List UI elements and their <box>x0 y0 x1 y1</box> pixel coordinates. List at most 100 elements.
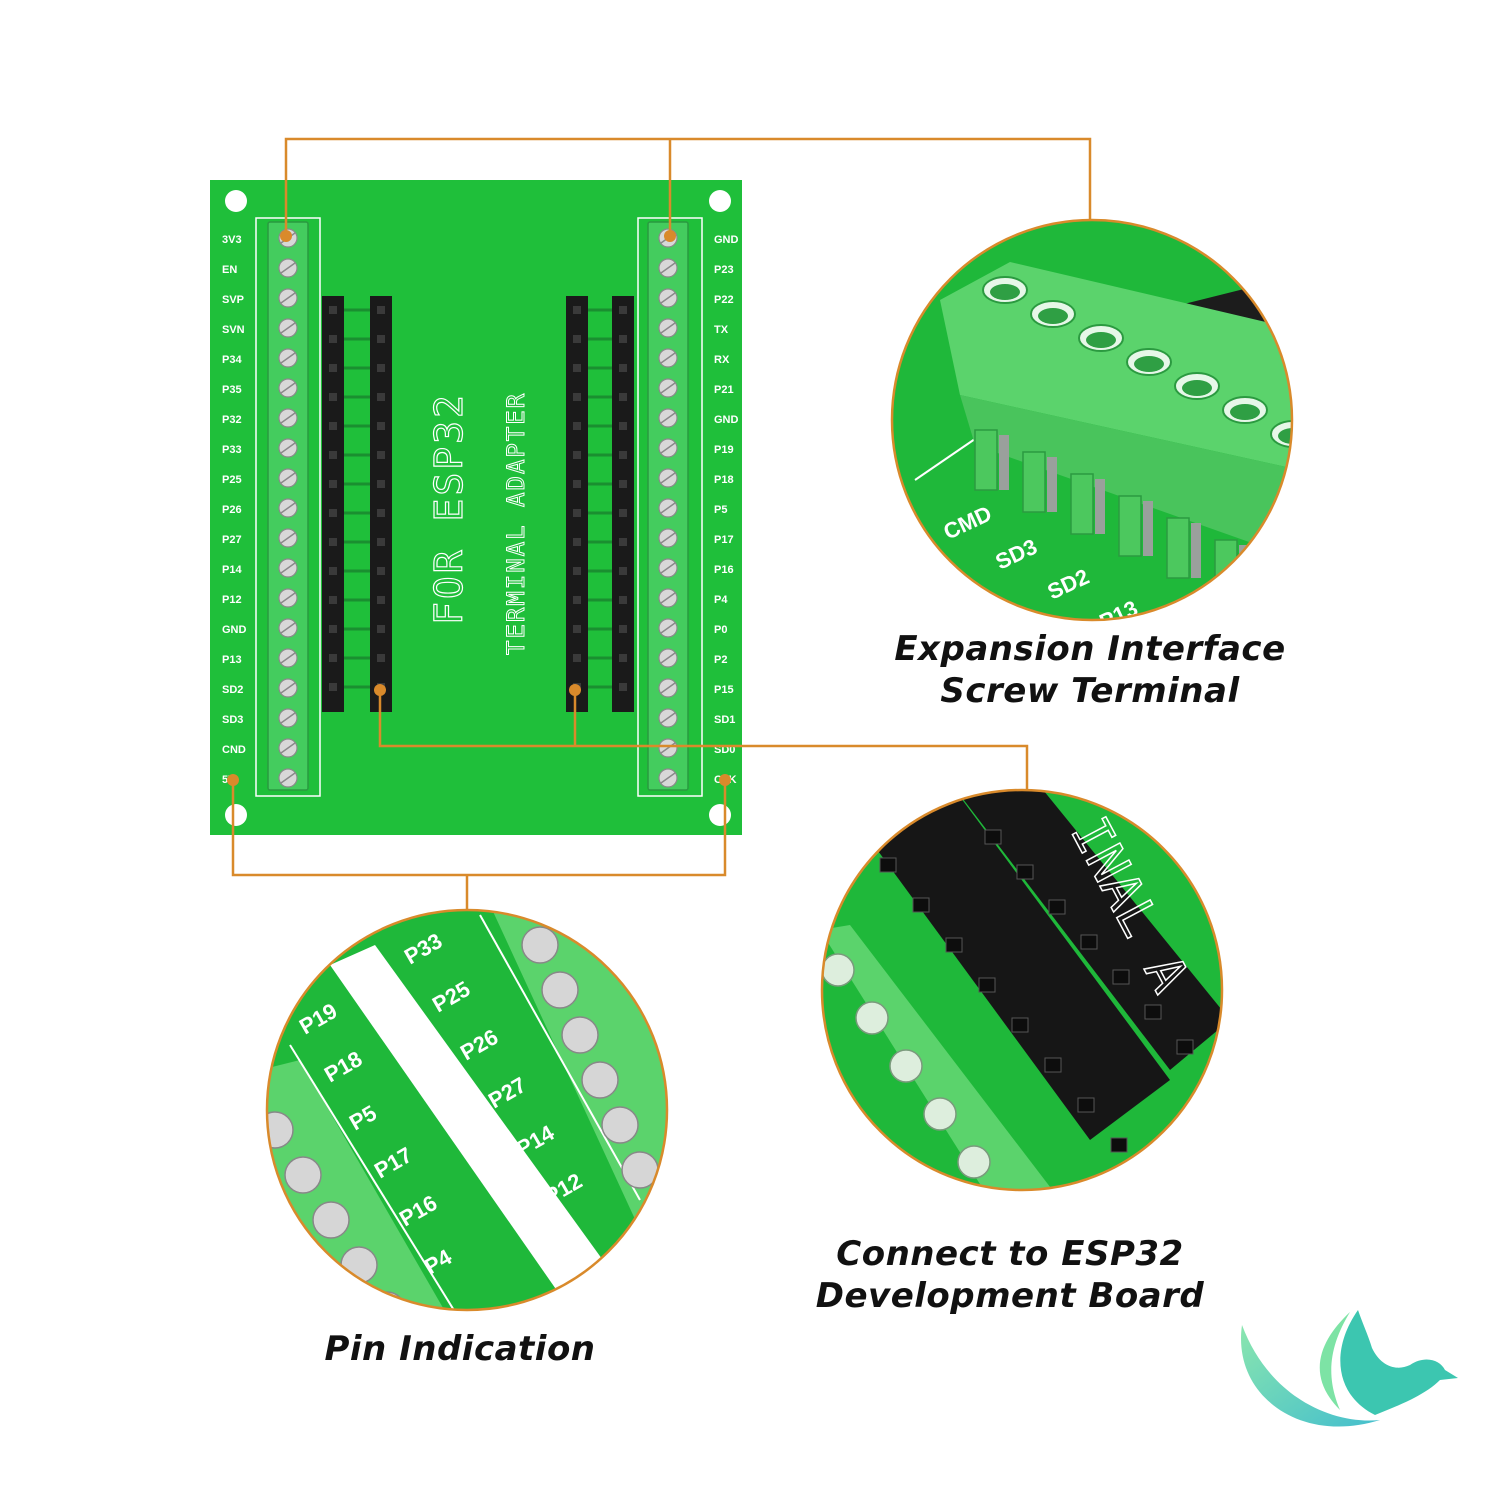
header-traces <box>329 306 627 691</box>
header-socket <box>573 654 581 662</box>
header-socket <box>619 596 627 604</box>
callout-line-connect <box>378 690 1029 790</box>
screw <box>658 318 678 338</box>
screw <box>278 498 298 518</box>
left-pin-label: 3V3 <box>222 234 242 246</box>
terminal-pin <box>1143 501 1153 556</box>
screw-slot <box>660 622 676 634</box>
terminal-screw <box>889 1049 923 1083</box>
header-socket <box>573 480 581 488</box>
left-header-outer <box>322 296 344 712</box>
left-pin-label: SD2 <box>222 684 243 696</box>
terminal-holes <box>982 276 1292 448</box>
pcb-board: FOR ESP32 TERMINAL ADAPTER 3V3ENSVPSVNP3… <box>210 180 742 835</box>
screw <box>278 738 298 758</box>
terminal-leg <box>1070 473 1094 535</box>
right-pin-label: P21 <box>714 384 734 396</box>
right-pin-label: P0 <box>714 624 727 636</box>
screw-slot <box>660 382 676 394</box>
screw-slot <box>660 442 676 454</box>
caption-connect-line1: Connect to ESP32 <box>836 1234 1184 1274</box>
screw-slot <box>280 472 296 484</box>
bird-logo <box>1241 1310 1458 1427</box>
screw-slot <box>660 502 676 514</box>
left-pin-label: SVP <box>222 294 244 306</box>
header-socket <box>329 393 337 401</box>
screw-slot <box>660 652 676 664</box>
header-socket <box>573 335 581 343</box>
terminal-hole-inner <box>1230 404 1260 420</box>
header-socket <box>1110 1137 1128 1153</box>
terminal-hole-inner <box>1182 380 1212 396</box>
header-socket <box>329 364 337 372</box>
header-socket <box>573 625 581 633</box>
caption-pins-line1: Pin Indication <box>324 1329 596 1369</box>
screw-slot <box>280 562 296 574</box>
terminal-screw <box>923 1097 957 1131</box>
screw <box>658 528 678 548</box>
header-socket <box>377 393 385 401</box>
header-socket <box>377 422 385 430</box>
screw-slot <box>280 352 296 364</box>
callout-dot-1 <box>280 230 292 242</box>
left-header-inner <box>370 296 392 712</box>
left-pin-label: SVN <box>222 324 245 336</box>
screw <box>278 618 298 638</box>
terminal-pin <box>1191 523 1201 578</box>
right-header-inner <box>566 296 588 712</box>
left-pin-label: P14 <box>222 564 242 576</box>
screw <box>278 408 298 428</box>
left-pin-label: P26 <box>222 504 242 516</box>
header-socket <box>329 654 337 662</box>
caption-terminal-line1: Expansion Interface <box>894 629 1286 669</box>
screw-slot <box>280 292 296 304</box>
terminal-pin <box>1287 567 1292 620</box>
callout-dot-5 <box>227 774 239 786</box>
screw <box>278 378 298 398</box>
header-socket <box>329 451 337 459</box>
header-socket <box>1080 934 1098 950</box>
screw <box>278 558 298 578</box>
terminal-screw <box>822 953 855 987</box>
header-socket <box>619 364 627 372</box>
pin-zoom-screw <box>541 971 579 1009</box>
header-socket <box>573 538 581 546</box>
header-socket <box>329 306 337 314</box>
left-pin-label: CND <box>222 744 246 756</box>
screw-slot <box>660 352 676 364</box>
screw-slot <box>280 592 296 604</box>
left-pin-label: P35 <box>222 384 242 396</box>
screw-slot <box>660 712 676 724</box>
terminal-screw <box>855 1001 889 1035</box>
header-socket <box>329 625 337 633</box>
right-pin-label: GND <box>714 414 739 426</box>
right-pin-label: P17 <box>714 534 734 546</box>
header-socket <box>377 335 385 343</box>
callout-dot-6 <box>719 774 731 786</box>
header-socket <box>329 538 337 546</box>
pin-zoom-screw <box>267 1111 294 1149</box>
header-socket <box>619 625 627 633</box>
mount-hole-br <box>709 804 731 826</box>
screw-slot <box>660 532 676 544</box>
header-socket <box>945 937 963 953</box>
screw <box>658 438 678 458</box>
terminal-pin <box>999 435 1009 490</box>
caption-connect-line2: Development Board <box>815 1276 1205 1316</box>
terminal-hole-inner <box>1134 356 1164 372</box>
callout-line-pins <box>231 780 727 877</box>
header-socket <box>573 509 581 517</box>
header-socket <box>573 393 581 401</box>
callout-line-terminal <box>284 137 1092 236</box>
terminal-screw <box>957 1145 991 1179</box>
screw <box>658 678 678 698</box>
left-pin-label: P33 <box>222 444 242 456</box>
header-socket <box>329 480 337 488</box>
callout-dot-3 <box>374 684 386 696</box>
mount-hole-bl <box>225 804 247 826</box>
header-socket <box>573 306 581 314</box>
caption-pins: Pin Indication <box>260 1328 660 1370</box>
screw-slot <box>280 772 296 784</box>
header-socket <box>619 654 627 662</box>
